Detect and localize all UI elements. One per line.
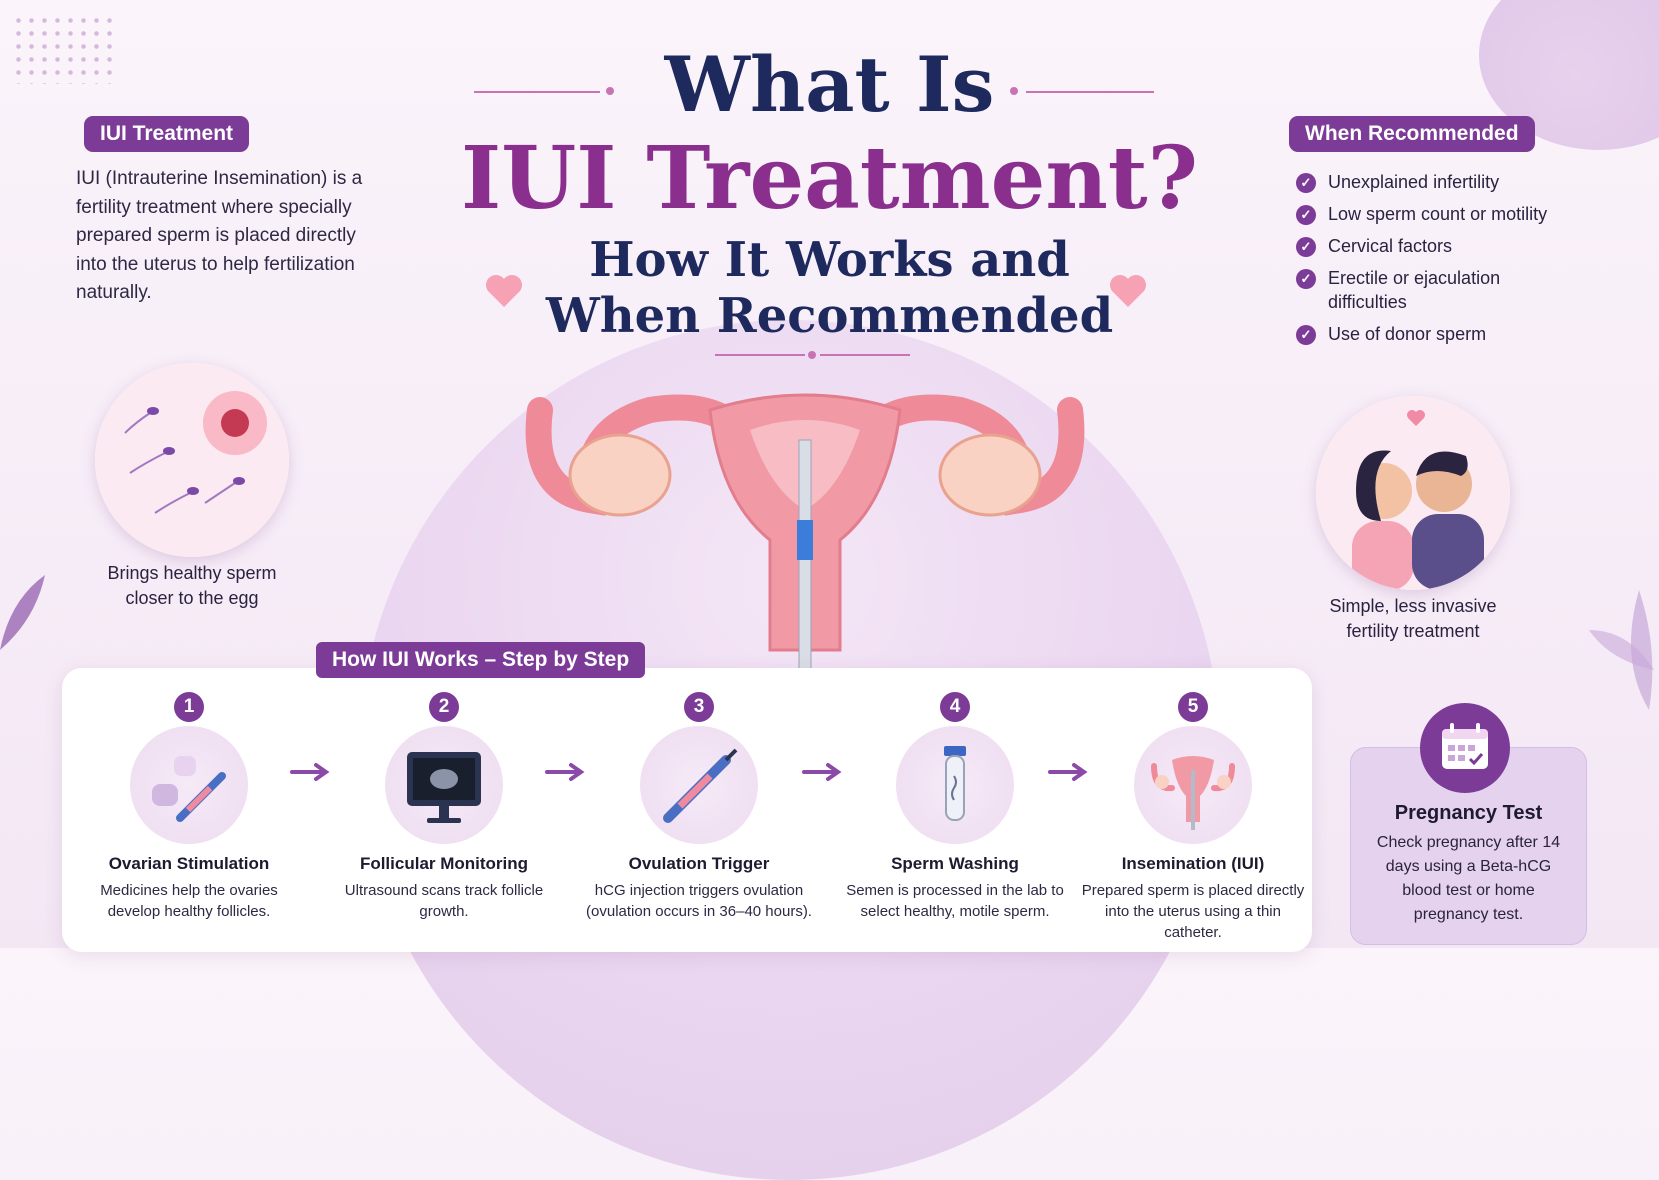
iui-treatment-badge: IUI Treatment: [84, 116, 250, 152]
title-rule-right: [1026, 91, 1154, 93]
step-1: 1 Ovarian Stimulation Medicines help the…: [74, 692, 304, 922]
list-item: ✓Low sperm count or motility: [1296, 202, 1556, 226]
sperm-egg-image: [95, 363, 289, 557]
step-title: Insemination (IUI): [1121, 854, 1265, 873]
title-rule-dot: [606, 87, 614, 95]
check-icon: ✓: [1296, 237, 1316, 257]
subtitle-rule-right: [820, 354, 910, 356]
step-description: Ultrasound scans track follicle growth.: [344, 882, 544, 920]
list-item: ✓Erectile or ejaculation difficulties: [1296, 266, 1556, 314]
subtitle-rule-left: [715, 354, 805, 356]
step-number: 2: [429, 692, 459, 722]
pills-syringe-icon: [130, 726, 248, 844]
when-recommended-badge: When Recommended: [1289, 116, 1535, 152]
step-number: 5: [1178, 692, 1208, 722]
check-icon: ✓: [1296, 269, 1316, 289]
step-3: 3 Ovulation Trigger hCG injection trigge…: [584, 692, 814, 922]
step-5: 5 Insemination (IUI) Prepared sperm is p…: [1078, 692, 1308, 943]
title-line-2: IUI Treatment?: [461, 128, 1198, 229]
check-icon: ✓: [1296, 325, 1316, 345]
step-number: 4: [940, 692, 970, 722]
how-iui-works-badge: How IUI Works – Step by Step: [316, 642, 646, 678]
arrow-right-icon: [1048, 763, 1088, 781]
calendar-icon: [1420, 703, 1510, 793]
decorative-dots: [12, 14, 117, 84]
step-title: Ovulation Trigger: [628, 854, 770, 873]
check-icon: ✓: [1296, 205, 1316, 225]
iui-description: IUI (Intrauterine Insemination) is a fer…: [76, 168, 363, 303]
sperm-caption: Brings healthy sperm closer to the egg: [82, 561, 302, 611]
step-title: Follicular Monitoring: [359, 854, 529, 873]
pregnancy-test-description: Check pregnancy after 14 days using a Be…: [1376, 834, 1561, 923]
step-title: Sperm Washing: [891, 854, 1019, 873]
step-4: 4 Sperm Washing Semen is processed in th…: [840, 692, 1070, 922]
heart-icon: [1110, 275, 1146, 307]
subtitle: How It Works and When Recommended: [0, 232, 1659, 344]
arrow-right-icon: [802, 763, 842, 781]
sperm-caption-line-2: closer to the egg: [125, 588, 259, 608]
subtitle-line-1: How It Works and: [589, 232, 1070, 288]
subtitle-rule-dot: [808, 351, 816, 359]
steps-panel: 1 Ovarian Stimulation Medicines help the…: [62, 668, 1312, 952]
list-item: ✓Cervical factors: [1296, 234, 1556, 258]
step-number: 1: [174, 692, 204, 722]
step-description: Prepared sperm is placed directly into t…: [1081, 882, 1305, 941]
step-description: hCG injection triggers ovulation (ovulat…: [586, 882, 812, 920]
ultrasound-monitor-icon: [385, 726, 503, 844]
sperm-caption-line-1: Brings healthy sperm: [107, 563, 277, 583]
title-line-1: What Is: [664, 40, 995, 129]
leaf-icon: [1589, 590, 1654, 710]
couple-caption-line-1: Simple, less invasive: [1329, 596, 1497, 616]
list-item: ✓Use of donor sperm: [1296, 322, 1556, 346]
step-2: 2 Follicular Monitoring Ultrasound scans…: [329, 692, 559, 922]
step-number: 3: [684, 692, 714, 722]
title-rule-left: [474, 91, 600, 93]
couple-image: [1316, 396, 1510, 590]
syringe-icon: [640, 726, 758, 844]
uterus-illustration: [525, 393, 1085, 670]
recommended-list: ✓Unexplained infertility ✓Low sperm coun…: [1296, 170, 1556, 354]
uterus-icon: [1134, 726, 1252, 844]
check-icon: ✓: [1296, 173, 1316, 193]
couple-caption-line-2: fertility treatment: [1346, 621, 1480, 641]
step-description: Semen is processed in the lab to select …: [846, 882, 1064, 920]
couple-caption: Simple, less invasive fertility treatmen…: [1301, 594, 1525, 644]
list-item: ✓Unexplained infertility: [1296, 170, 1556, 194]
title-rule-dot: [1010, 87, 1018, 95]
leaf-icon: [0, 575, 45, 650]
step-title: Ovarian Stimulation: [108, 854, 270, 873]
arrow-right-icon: [545, 763, 585, 781]
step-description: Medicines help the ovaries develop healt…: [100, 882, 278, 920]
pregnancy-test-card: Pregnancy Test Check pregnancy after 14 …: [1350, 747, 1587, 945]
heart-icon: [486, 275, 522, 307]
subtitle-line-2: When Recommended: [545, 288, 1114, 344]
test-tube-icon: [896, 726, 1014, 844]
arrow-right-icon: [290, 763, 330, 781]
pregnancy-test-title: Pregnancy Test: [1394, 802, 1543, 824]
